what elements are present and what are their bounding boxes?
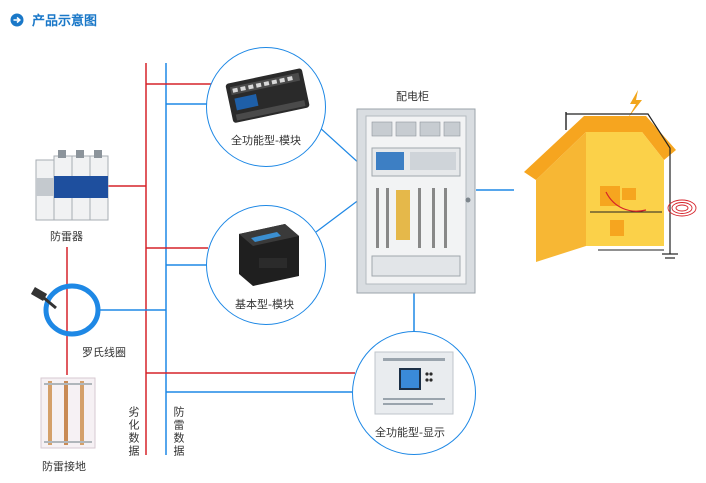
full-function-display-node: 全功能型-显示	[352, 331, 476, 455]
arrow-circle-icon	[10, 13, 24, 26]
rogowski-label: 罗氏线圈	[82, 346, 126, 359]
full-function-module-node: 全功能型-模块	[206, 47, 326, 167]
rogowski-coil-icon	[30, 283, 101, 337]
lightning-data-label: 防雷数据	[172, 406, 185, 458]
full-module-label: 全功能型-模块	[231, 134, 301, 147]
full-display-label: 全功能型-显示	[375, 426, 445, 439]
display-panel-icon	[374, 351, 454, 415]
lightning-grounding-icon	[40, 377, 96, 449]
spd-label: 防雷器	[50, 230, 83, 243]
basic-module-device-icon	[239, 224, 299, 286]
house-illustration	[524, 90, 697, 262]
section-header: 产品示意图	[10, 10, 97, 29]
distribution-cabinet-icon	[356, 108, 476, 294]
lightning-bolt-icon	[628, 90, 642, 118]
full-module-device-icon	[225, 68, 310, 123]
section-title: 产品示意图	[32, 14, 98, 29]
surge-protector-icon	[35, 150, 109, 221]
grounding-label: 防雷接地	[42, 460, 86, 473]
basic-module-label: 基本型-模块	[235, 298, 294, 311]
degradation-data-label: 劣化数据	[127, 406, 140, 458]
basic-module-node: 基本型-模块	[206, 205, 326, 325]
cabinet-label: 配电柜	[396, 90, 429, 103]
